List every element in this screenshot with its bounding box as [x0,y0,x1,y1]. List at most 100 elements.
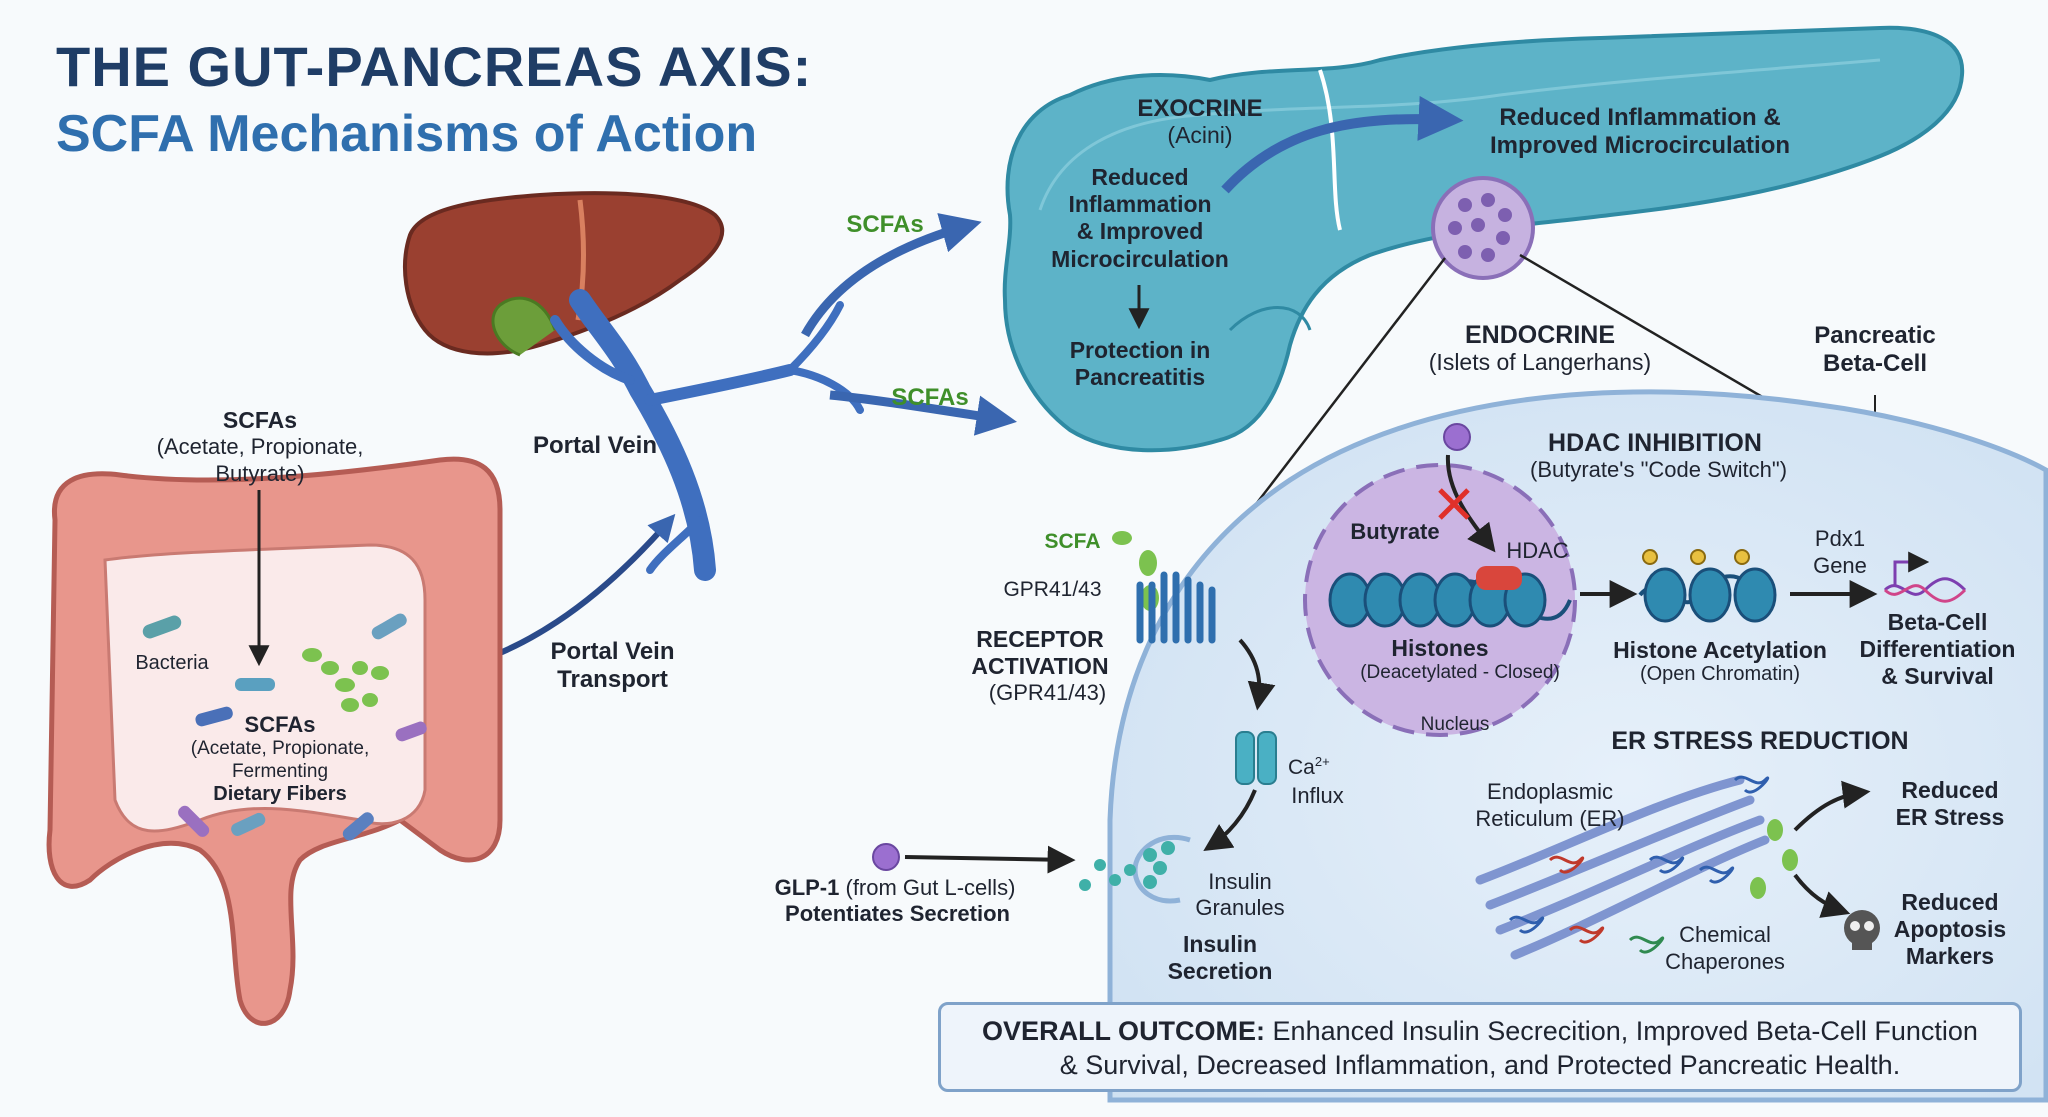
acetylation-label: Histone Acetylation [1613,637,1827,663]
endocrine-subtitle: (Islets of Langerhans) [1428,349,1652,375]
to-reduced-apoptosis-arrow [1793,873,1851,918]
receptor-title-line3: (GPR41/43) [988,680,1107,705]
exocrine-subtitle: (Acini) [1167,122,1233,148]
butyrate-molecule [1443,423,1471,451]
fermenting-label: Fermenting [231,761,329,782]
insulin-granules [1079,834,1191,904]
reduced-stress-line1: Reduced [1901,777,1999,803]
bacteria-label: Bacteria [135,652,209,674]
beta-outcome-line3: & Survival [1881,663,1994,689]
portal-vein-label: Portal Vein [532,432,658,459]
nucleus-label: Nucleus [1420,714,1490,735]
protection-line2: Pancreatitis [1074,364,1206,390]
gene-icon [1883,551,1967,603]
exocrine-effect-arrow [1221,95,1464,194]
butyrate-arrow [1445,454,1496,553]
misfolded-proteins [1508,775,1770,954]
scfas-lower-label: SCFAs [891,384,969,411]
hdac-subtitle: (Butyrate's "Code Switch") [1530,457,1788,482]
chaperone-molecules [1750,819,1798,899]
pdx1-line1: Pdx1 [1814,526,1866,551]
gut-inner-scfa-line1: (Acetate, Propionate, [190,738,370,759]
receptor-title-line1: RECEPTOR [976,626,1104,652]
glp1-label-line1: GLP-1 (from Gut L-cells) [774,875,1016,900]
reduced-apoptosis-line1: Reduced [1901,889,1999,915]
reduced-stress-line2: ER Stress [1895,804,2005,830]
scfa-receptor-label: SCFA [1044,530,1101,553]
reduced-apoptosis-line3: Markers [1905,943,1995,969]
exocrine-effect-line2: Inflammation [1068,191,1212,217]
title-line1: THE GUT-PANCREAS AXIS: [56,35,813,98]
liver [403,191,724,357]
exocrine-title: EXOCRINE [1137,95,1263,122]
gpr-receptor [1112,531,1216,644]
hdac-label: HDAC [1506,538,1569,563]
scfa-arrow-upper [801,213,982,338]
influx-label: Influx [1291,783,1344,808]
transport-label-line1: Portal Vein [550,638,675,665]
granules-line1: Insulin [1208,869,1272,894]
islet-circle [1431,176,1535,280]
butyrate-label: Butyrate [1350,519,1440,544]
outcome-label: OVERALL OUTCOME: [982,1016,1266,1046]
receptor-title-line2: ACTIVATION [971,653,1109,679]
exocrine-right-line1: Reduced Inflammation & [1499,104,1781,131]
secretion-line2: Secretion [1167,958,1273,984]
chaperones-line2: Chaperones [1665,949,1785,974]
calcium-label: Ca2+ [1288,754,1330,779]
dietary-fibers-label: Dietary Fibers [213,783,347,805]
secretion-line1: Insulin [1182,931,1258,957]
exocrine-effect-line3: & Improved [1076,218,1204,244]
protection-line1: Protection in [1069,337,1211,363]
beta-outcome-line2: Differentiation [1859,636,2016,662]
beta-cell-label-line2: Beta-Cell [1822,350,1928,377]
exocrine-right-line2: Improved Microcirculation [1489,132,1791,159]
acetylation-sub-label: (Open Chromatin) [1639,663,1801,685]
gut-scfa-line1: (Acetate, Propionate, [156,434,364,459]
gut-inner-scfa-title: SCFAs [244,712,316,737]
closed-chromatin [1328,566,1572,628]
glp1-molecule [872,843,900,871]
receptor-to-channel-arrow [1238,638,1276,711]
histones-label: Histones [1391,635,1489,661]
beta-outcome-line1: Beta-Cell [1887,609,1988,635]
to-reduced-stress-arrow [1793,780,1871,832]
channel-to-granules-arrow [1203,789,1257,852]
calcium-channel [1235,731,1277,785]
portal-vein [550,289,864,581]
gut-scfa-line2: Butyrate) [215,461,305,486]
hdac-enzyme [1476,566,1522,590]
hdac-title: HDAC INHIBITION [1548,429,1762,457]
zoom-line-left [1239,257,1446,526]
chaperones-line1: Chemical [1679,922,1771,947]
gpr-label: GPR41/43 [1003,578,1102,601]
overall-outcome-box: OVERALL OUTCOME: Enhanced Insulin Secrec… [938,1002,2022,1092]
scfa-arrow-lower [829,390,1018,436]
endocrine-title: ENDOCRINE [1464,321,1615,349]
gut-scfa-title: SCFAs [222,407,298,433]
histones-sub-label: (Deacetylated - Closed) [1360,662,1560,683]
granules-line2: Granules [1195,895,1285,920]
glp1-label-line2: Potentiates Secretion [785,901,1010,926]
skull-icon [1844,910,1880,950]
outcome-line2: & Survival, Decreased Inflammation, and … [1059,1050,1901,1080]
bacteria-cluster [142,613,427,841]
exocrine-effect-line1: Reduced [1091,164,1189,190]
er-label-line2: Reticulum (ER) [1475,806,1625,831]
scfas-upper-label: SCFAs [846,211,924,238]
transport-label-line2: Transport [557,666,668,693]
er-label-line1: Endoplasmic [1487,779,1613,804]
open-chromatin [1638,549,1777,623]
reduced-apoptosis-line2: Apoptosis [1893,916,2007,942]
exocrine-effect-line4: Microcirculation [1051,246,1229,272]
pancreas [1002,25,1965,453]
title-line2: SCFA Mechanisms of Action [56,105,758,163]
beta-cell-label-line1: Pancreatic [1814,322,1936,349]
pdx1-line2: Gene [1813,553,1867,578]
inhibition-x-icon [1438,488,1470,520]
outcome-line1: OVERALL OUTCOME: Enhanced Insulin Secrec… [982,1016,1978,1046]
er-title: ER STRESS REDUCTION [1611,727,1909,755]
endoplasmic-reticulum [1475,775,1770,960]
glp1-arrow [904,845,1076,874]
